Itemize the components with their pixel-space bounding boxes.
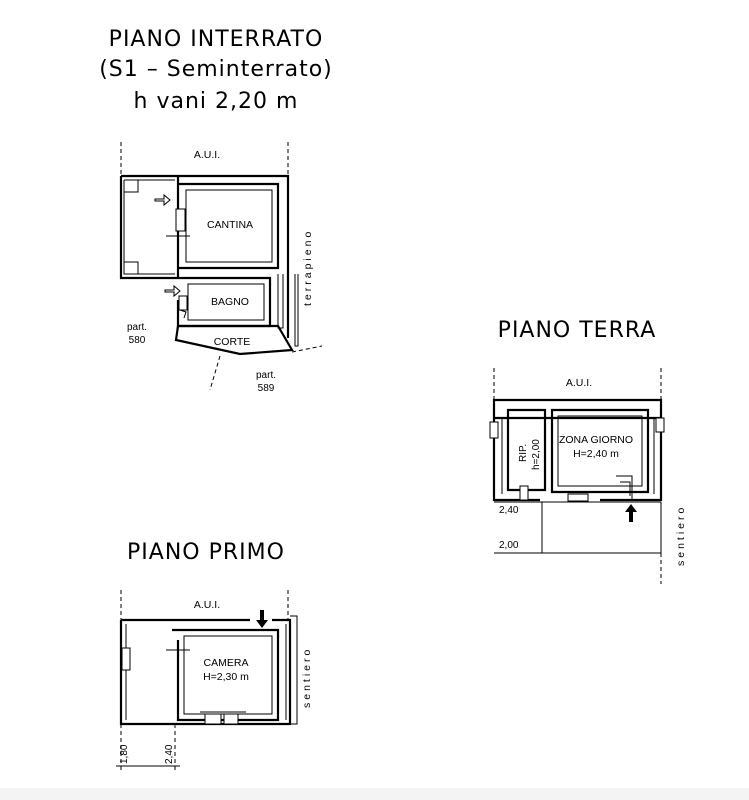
terra-window-right: [655, 417, 665, 433]
terra-dimension-2-00: 2,00: [499, 540, 519, 551]
terra-rip-label: RIP.: [518, 444, 529, 462]
interrato-title-line-3: h vani 2,20 m: [134, 89, 299, 114]
interrato-title-line-1: PIANO INTERRATO: [109, 27, 324, 52]
terra-aui-label: A.U.I.: [566, 377, 592, 389]
terra-sentiero-label: sentiero: [675, 505, 687, 566]
primo-window-bottom-1: [204, 713, 222, 725]
interrato-cantina-label: CANTINA: [207, 219, 253, 231]
interrato-bagno-window: [178, 295, 188, 311]
terra-zona-giorno-height: H=2,40 m: [573, 448, 619, 460]
terra-rip-height: h=2,00: [531, 439, 542, 470]
plan-piano-terra: PIANO TERRA A.U.I. RIP. h=2,00 ZONA GIOR…: [489, 318, 687, 584]
plan-piano-interrato: PIANO INTERRATO (S1 – Seminterrato) h va…: [99, 27, 333, 394]
primo-dimension-2-40: 2,40: [164, 744, 175, 764]
interrato-bagno-label: BAGNO: [211, 296, 249, 308]
primo-dimension-1-80: 1,80: [119, 744, 130, 764]
primo-aui-label: A.U.I.: [194, 599, 220, 611]
bottom-strip: [0, 788, 749, 800]
interrato-corte-outline: [174, 324, 294, 356]
plan-piano-primo: PIANO PRIMO A.U.I. CAMERA H=2,30 m 1,80 …: [116, 540, 313, 772]
interrato-cantina-window: [175, 208, 186, 232]
terra-zona-giorno-label: ZONA GIORNO: [559, 434, 633, 446]
interrato-cantina-walls: [178, 182, 280, 270]
primo-window-bottom-2: [223, 713, 239, 725]
primo-window-left: [121, 647, 131, 671]
interrato-part-589-label: part.: [256, 370, 276, 381]
interrato-corte-label: CORTE: [214, 336, 251, 348]
primo-camera-height: H=2,30 m: [203, 671, 249, 683]
interrato-title-line-2: (S1 – Seminterrato): [99, 57, 333, 82]
interrato-entrance-arrow-1: [154, 193, 171, 207]
interrato-terrapieno-label: terrapieno: [302, 229, 314, 306]
terra-window-left: [489, 421, 499, 439]
primo-sentiero-label: sentiero: [301, 647, 313, 708]
terra-dimension-2-40: 2,40: [499, 505, 519, 516]
primo-title: PIANO PRIMO: [127, 540, 285, 565]
terra-rip-walls: [506, 408, 547, 492]
interrato-aui-label: A.U.I.: [194, 149, 220, 161]
interrato-part-580-number: 580: [129, 335, 146, 346]
interrato-outer-walls: [119, 174, 290, 338]
terra-window-2: [519, 485, 529, 501]
primo-camera-walls: [172, 628, 280, 722]
primo-entrance-arrow: [256, 610, 268, 628]
interrato-side-strips: [277, 274, 299, 347]
primo-camera-label: CAMERA: [204, 657, 249, 669]
terra-window-1: [567, 493, 589, 502]
interrato-entrance-arrow-2: [164, 284, 181, 298]
terra-title: PIANO TERRA: [498, 318, 657, 343]
interrato-part-580-label: part.: [127, 322, 147, 333]
terra-zona-giorno-walls: [550, 408, 650, 494]
interrato-bagno-inner: [187, 283, 265, 321]
terra-entrance-arrow: [625, 504, 637, 522]
interrato-cantina-inner: [185, 189, 273, 263]
interrato-part-589-number: 589: [258, 383, 275, 394]
interrato-inner-lines-left: [123, 179, 175, 275]
interrato-corte-dashes: [209, 345, 323, 391]
